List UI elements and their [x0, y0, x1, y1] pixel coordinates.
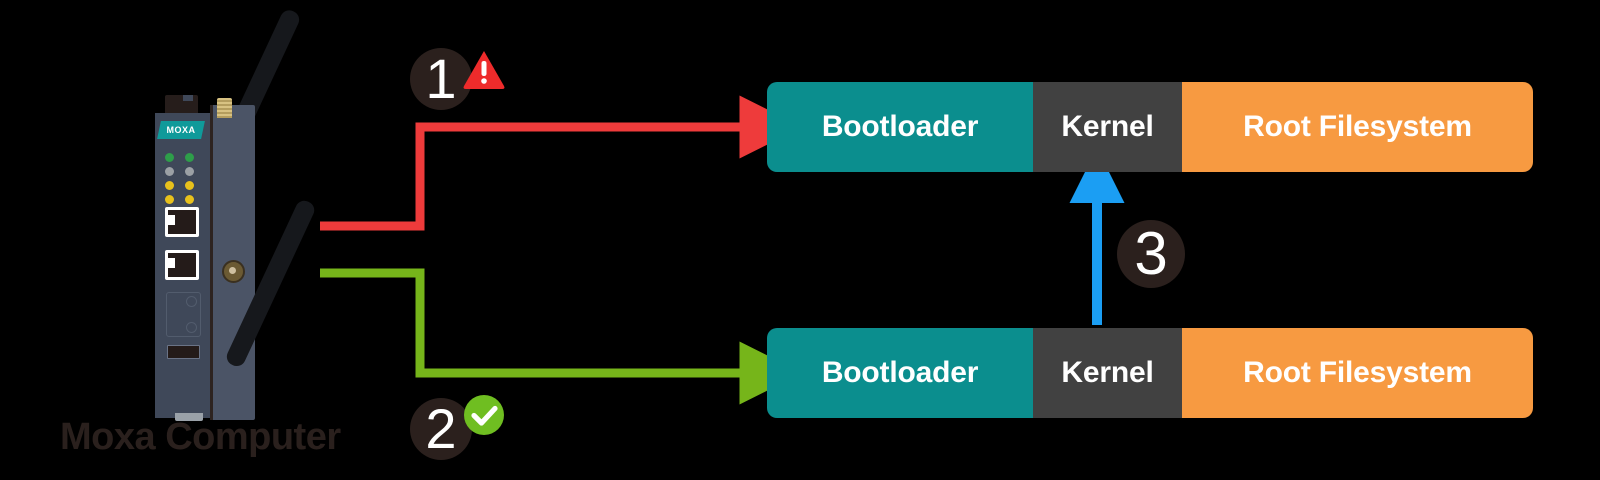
led-yellow	[165, 181, 174, 190]
led-yellow	[165, 195, 174, 204]
segment-kernel-top: Kernel	[1033, 82, 1182, 172]
firmware-row-top: Bootloader Kernel Root Filesystem	[767, 82, 1533, 172]
din-rail-foot	[175, 413, 203, 421]
rj45-port-1	[165, 207, 199, 237]
segment-bootloader-top: Bootloader	[767, 82, 1033, 172]
segment-rootfs-top: Root Filesystem	[1182, 82, 1533, 172]
connector-step-1-red	[320, 95, 803, 231]
led-green	[165, 153, 174, 162]
step-badge-1: 1	[410, 48, 472, 110]
moxa-device-illustration: MOXA	[155, 7, 318, 421]
warning-triangle-icon	[463, 51, 505, 89]
device-top-notch	[183, 95, 193, 101]
led-gray	[165, 167, 174, 176]
device-caption: Moxa Computer	[60, 416, 341, 458]
rj45-port-2	[165, 250, 199, 280]
segment-kernel-bottom: Kernel	[1033, 328, 1182, 418]
device-seam	[210, 105, 213, 420]
led-row	[165, 181, 197, 190]
device-top-connector	[165, 95, 198, 117]
led-row	[165, 195, 197, 204]
led-green	[185, 153, 194, 162]
led-row	[165, 153, 197, 162]
connector-step-2-green	[320, 268, 803, 405]
step-badge-3: 3	[1117, 220, 1185, 288]
segment-bootloader-bottom: Bootloader	[767, 328, 1033, 418]
led-yellow	[185, 195, 194, 204]
led-row	[165, 167, 197, 176]
firmware-row-bottom: Bootloader Kernel Root Filesystem	[767, 328, 1533, 418]
segment-rootfs-bottom: Root Filesystem	[1182, 328, 1533, 418]
led-yellow	[185, 181, 194, 190]
sim-card-slot	[166, 292, 201, 337]
sma-connector	[217, 98, 232, 118]
step-badge-2: 2	[410, 398, 472, 460]
usb-port	[167, 345, 200, 359]
led-gray	[185, 167, 194, 176]
check-circle-icon	[464, 395, 504, 435]
side-screw	[222, 260, 245, 283]
